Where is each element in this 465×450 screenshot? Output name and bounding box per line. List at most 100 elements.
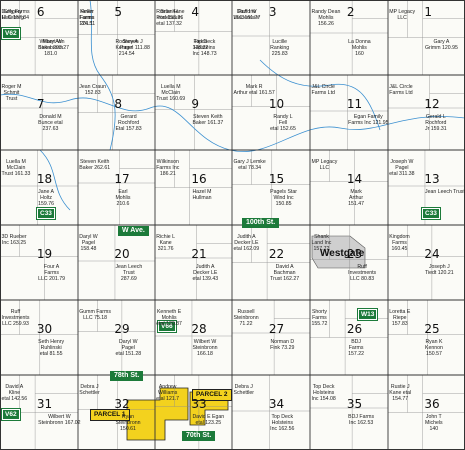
owner-label[interactable]: Jane A Holtz 159.76 (38, 188, 55, 207)
owner-label[interactable]: David A Kline etal 142.56 (1, 383, 28, 402)
owner-label[interactable]: MP Legacy LLC (389, 8, 416, 21)
owner-label[interactable]: Wilkinson Farms Inc 186.21 (156, 158, 180, 177)
parcel-2-label[interactable]: PARCEL 2 (192, 389, 232, 401)
owner-label[interactable]: J&L Circle Farms Ltd (389, 83, 413, 96)
owner-label[interactable]: J&L Circle Farms Ltd (311, 83, 335, 96)
owner-label[interactable]: Duffy Farms LLC 157.84 (1, 8, 30, 21)
route-shield-c33-left[interactable]: C33 (36, 207, 56, 220)
town-label[interactable]: Westgate (320, 248, 365, 259)
owner-label[interactable]: Gerard Rochford Etal 157.83 (115, 113, 142, 132)
owner-label[interactable]: Jean Craun 152.83 (79, 83, 107, 96)
owner-label[interactable]: Randy L Fell etal 152.65 (270, 113, 296, 132)
route-shield-v62-top[interactable]: V62 (1, 27, 21, 40)
owner-label[interactable]: Gary J Lemke etal 78.34 (233, 158, 266, 171)
owner-label[interactable]: Steven Keith Baker 161.37 (192, 113, 224, 126)
owner-label[interactable]: Ruff Investments LLC 259.93 (1, 308, 30, 327)
owner-label[interactable]: Judith A Decker LE etal 139.43 (192, 263, 219, 282)
section-number: 20 (114, 246, 130, 261)
owner-label[interactable]: Wilbert W Steinbronn 167.02 (38, 413, 81, 426)
road-label-100th-st[interactable]: 100th St. (242, 218, 280, 228)
owner-label[interactable]: Gregory Helleberg (1, 8, 24, 21)
owner-label[interactable]: Kenneth E Mohlis etal 120.87 (156, 308, 182, 327)
route-shield-c33-right[interactable]: C33 (421, 207, 441, 220)
owner-label[interactable]: Donald M Bunce etal 237.63 (38, 113, 63, 132)
owner-label[interactable]: BDJ Farms Inc 162.53 (348, 413, 375, 426)
owner-label[interactable]: Russell Steinbronn 71.22 (233, 308, 259, 327)
owner-label[interactable]: Jean Leech Trust 287.69 (115, 263, 143, 282)
owner-label[interactable]: Earl Mohlis 210.6 (115, 188, 131, 207)
owner-label[interactable]: Seth Henry Ruhlinski etal 81.55 (38, 338, 65, 357)
owner-label[interactable]: Loretta E Riepe 157.83 (389, 308, 411, 327)
owner-label[interactable]: Joseph J Tiedt 120.21 (425, 263, 454, 276)
owner-label[interactable]: David W Wedemeier (233, 8, 260, 21)
owner-label[interactable]: 3D Rueber Inc 163.25 (1, 233, 27, 246)
owner-label[interactable]: Steven J Kennen 111.88 (115, 38, 150, 51)
owner-label[interactable]: Steven Keith Baker 262.61 (79, 158, 111, 171)
owner-label[interactable]: Ruff Inv LLC 161.77 (233, 8, 261, 21)
owner-label[interactable]: Heller Farms 124.51 (79, 8, 96, 27)
road-label-70th-st[interactable]: 70th St. (182, 431, 216, 441)
owner-label[interactable]: Mark R Arthur etal 161.57 (233, 83, 275, 96)
owner-label[interactable]: Andrew Williams etal 121.7 (156, 383, 180, 402)
owner-label[interactable]: BDJ Farms 157.22 (348, 338, 365, 357)
owner-label[interactable]: David E Egan etal 123.25 (192, 413, 225, 426)
owner-label[interactable]: Wilbert W Steinbronn 181.0 (38, 38, 64, 57)
route-shield-w13[interactable]: W13 (356, 308, 379, 321)
owner-label[interactable]: Debra J Schettler (233, 383, 254, 396)
owner-label[interactable]: Gumm Farms LLC 75.18 (79, 308, 111, 321)
owner-label[interactable]: John T Michels 140 (425, 413, 443, 432)
owner-label[interactable]: Debra J Schettler (79, 383, 100, 396)
owner-label[interactable]: Lucille Ranking 225.83 (270, 38, 290, 57)
owner-label[interactable]: Mary Ann Baker 203.27 (38, 38, 70, 51)
owner-label[interactable]: Ryan Steinbronn 150.61 (115, 413, 141, 432)
section-number: 34 (268, 396, 285, 411)
owner-label[interactable]: Mark Arthur 151.47 (348, 188, 365, 207)
owner-label[interactable]: Fields 138.32 (192, 38, 209, 51)
parcel-1-label[interactable]: PARCEL 1 (90, 409, 130, 421)
owner-label[interactable]: David A Bachman Trust 162.27 (270, 263, 300, 282)
owner-label[interactable]: Pagels Star Wind Inc 150.85 (270, 188, 297, 207)
owner-label[interactable]: Norman D Fink 73.29 (270, 338, 295, 351)
owner-label[interactable]: Daryl W Pagel 158.48 (79, 233, 98, 252)
owner-label[interactable]: Daryl W Pagel etal 151.28 (115, 338, 142, 357)
route-shield-v62-bottom[interactable]: V62 (1, 408, 21, 421)
owner-label[interactable]: Top Deck Holsteins Inc 148.73 (192, 38, 217, 57)
parcel-1-shape[interactable] (126, 387, 189, 441)
owner-label[interactable]: Luella M McClain Trust 160.69 (156, 83, 186, 102)
owner-label[interactable]: Hazel M Hullman (192, 188, 212, 201)
road-label-w-ave[interactable]: W Ave. (118, 226, 149, 236)
owner-label[interactable]: Judith A Decker LE etal 162.09 (233, 233, 260, 252)
owner-label[interactable]: Rustie J Kane etal 154.77 (389, 383, 412, 402)
section-number: 24 (424, 246, 440, 261)
section-number: 3 (268, 5, 277, 19)
owner-label[interactable]: Jean Leech Trust 164.41 (425, 188, 465, 195)
owner-label[interactable]: Brian H Portebaum etal 137.32 (156, 8, 182, 27)
owner-label[interactable]: Rustie Kane etal 153.26 (156, 8, 185, 21)
owner-label[interactable]: MP Legacy LLC (311, 158, 338, 171)
owner-label[interactable]: Kevin Farms 201.1 (79, 8, 94, 27)
route-shield-v66[interactable]: V66 (157, 320, 177, 333)
owner-label[interactable]: Rodney A Pagel 214.54 (115, 38, 138, 57)
owner-label[interactable]: Top Deck Holsteins Inc 162.56 (270, 413, 295, 432)
owner-label[interactable]: Richie L Kane 321.76 (156, 233, 175, 252)
owner-label[interactable]: Randy Dean Mohlis 156.26 (311, 8, 341, 27)
owner-label[interactable]: Gerald L Rochford Jr 159.31 (425, 113, 447, 132)
owner-label[interactable]: Egan Family Farms Inc 121.95 (348, 113, 389, 126)
owner-label[interactable]: La Donna Mohlis 160 (348, 38, 371, 57)
owner-label[interactable]: Luella M McClain Trust 161.33 (1, 158, 31, 177)
owner-label[interactable]: Top Deck Holsteins Inc 154.08 (311, 383, 336, 402)
owner-label[interactable]: Shorty Farms 155.72 (311, 308, 328, 327)
owner-label[interactable]: Wilbert W Steinbronn 166.18 (192, 338, 218, 357)
owner-label[interactable]: Kingdom Farms 160.45 (389, 233, 410, 252)
section-number: 19 (36, 246, 53, 261)
owner-label[interactable]: Ryan K Kennon 150.57 (425, 338, 443, 357)
owner-label[interactable]: Shank Land Inc 157.72 (311, 233, 332, 252)
owner-label[interactable]: Ruff Investments LLC 80.83 (348, 263, 377, 282)
owner-label[interactable]: Four A Farms LLC 201.79 (38, 263, 65, 282)
road-label-78th-st[interactable]: 78th St. (110, 371, 144, 381)
owner-label[interactable]: Gary A Grimm 120.95 (425, 38, 458, 51)
owner-label[interactable]: Joseph W Pagel etal 311.38 (389, 158, 415, 177)
owner-label[interactable]: Roger M Schmit Trust (1, 83, 22, 102)
